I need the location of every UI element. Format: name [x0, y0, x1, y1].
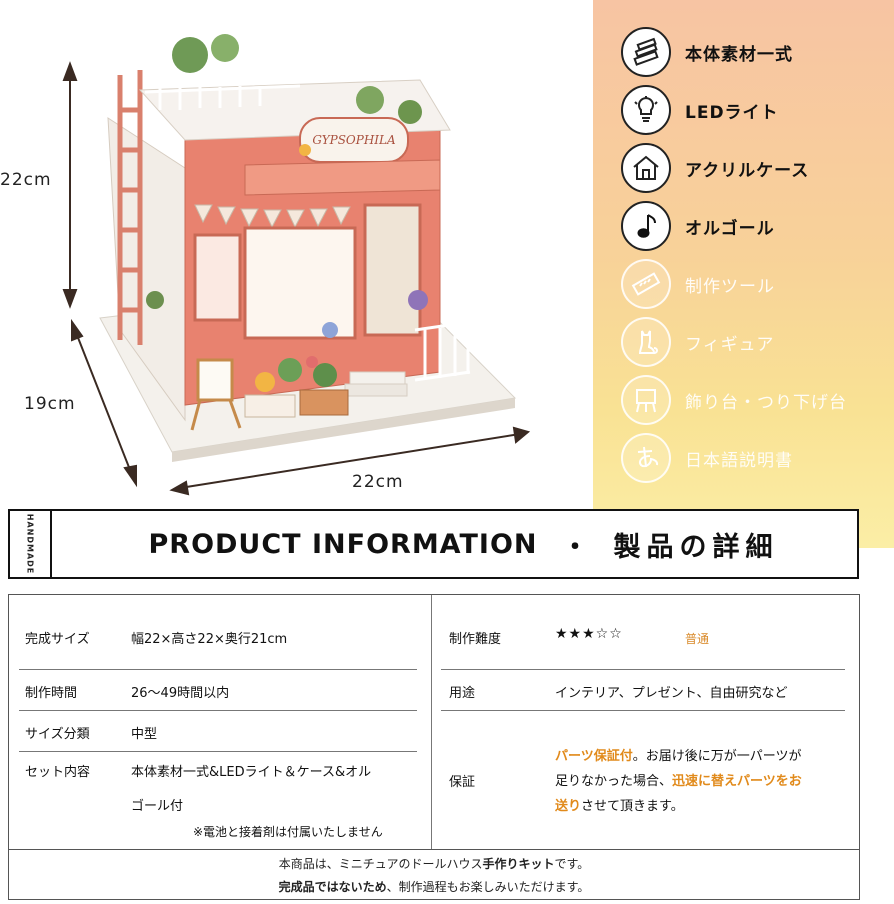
feature-acrylic-case: アクリルケース — [621, 140, 891, 196]
guarantee-text: させて頂きます。 — [581, 799, 684, 814]
bunting — [194, 204, 351, 229]
feature-materials: 本体素材一式 — [621, 24, 891, 80]
house-case-icon — [621, 143, 671, 193]
difficulty-level: 普通 — [685, 632, 710, 646]
brand-label: HANDMADE — [25, 513, 35, 575]
depth-dimension-label: 19cm — [24, 394, 76, 414]
row-divider — [441, 710, 845, 711]
feature-label: フィギュア — [685, 334, 775, 355]
row-divider — [441, 669, 845, 670]
dimension-arrows — [62, 61, 531, 496]
easel — [190, 358, 242, 431]
roof-railing — [144, 84, 301, 110]
feature-label: アクリルケース — [685, 160, 810, 181]
spec-key-usage: 用途 — [449, 686, 476, 701]
feature-japanese-manual: 日本語説明書 — [621, 430, 891, 486]
footer-highlight: 手作りキット — [482, 857, 555, 871]
included-items-panel: 本体素材一式 LEDライト アクリルケース オルゴール 制作ツール フィギュア — [593, 0, 894, 548]
product-spec-table: 完成サイズ 幅22×高さ22×奥行21cm 制作時間 26〜49時間以内 サイズ… — [8, 594, 860, 900]
footer-highlight: 完成品ではないため — [278, 880, 387, 894]
spec-value-build-time: 26〜49時間以内 — [131, 686, 230, 701]
guarantee-line-2: 足りなかった場合、迅速に替えパーツをお — [555, 770, 802, 789]
brand-strip: HANDMADE — [10, 511, 52, 577]
footer-divider — [9, 849, 859, 850]
light-bulb-icon — [621, 85, 671, 135]
shop-window — [243, 226, 357, 340]
spec-value-set-contents: 本体素材一式&LEDライト＆ケース&オル — [131, 765, 372, 780]
music-note-icon — [621, 201, 671, 251]
awning — [244, 159, 441, 196]
feature-label: 日本語説明書 — [685, 450, 793, 471]
wooden-crate — [299, 389, 349, 416]
footer-text: です。 — [554, 857, 590, 871]
ruler-icon — [621, 259, 671, 309]
side-wall — [107, 117, 186, 422]
feature-label: LEDライト — [685, 102, 779, 123]
feature-led-light: LEDライト — [621, 82, 891, 138]
row-divider — [19, 669, 417, 670]
cat-figure-icon — [621, 317, 671, 367]
product-info-header: HANDMADE PRODUCT INFORMATION ・ 製品の詳細 — [8, 509, 859, 579]
column-divider — [431, 595, 432, 849]
feature-tools: 制作ツール — [621, 256, 891, 312]
guarantee-highlight: 迅速に替えパーツをお — [672, 774, 802, 789]
feature-label: 制作ツール — [685, 276, 775, 297]
left-trellis — [117, 70, 143, 345]
footer-line-1: 本商品は、ミニチュアのドールハウス手作りキットです。 — [9, 855, 859, 872]
base-platform-edge — [172, 398, 515, 462]
spec-key-set-contents: セット内容 — [25, 765, 91, 780]
spec-value-usage: インテリア、プレゼント、自由研究など — [555, 686, 788, 701]
feature-display-stand: 飾り台・つり下げ台 — [621, 372, 891, 428]
title-japanese: 製品の詳細 — [613, 531, 779, 563]
open-door — [363, 203, 422, 337]
spec-key-size-class: サイズ分類 — [25, 727, 90, 742]
feature-label: 本体素材一式 — [685, 44, 793, 65]
feature-label: オルゴール — [685, 218, 775, 239]
planter-box — [244, 394, 296, 418]
height-dimension-label: 22cm — [0, 170, 52, 190]
guarantee-line-3: 送りさせて頂きます。 — [555, 795, 684, 814]
product-illustration: GYPSOPHILA — [0, 0, 590, 500]
display-stand-icon — [621, 375, 671, 425]
spec-note-batteries: ※電池と接着剤は付属いたしません — [193, 825, 383, 839]
spec-key-finished-size: 完成サイズ — [25, 632, 90, 647]
guarantee-line-1: パーツ保証付。お届け後に万が一パーツが — [555, 745, 802, 764]
porch-railing — [414, 320, 471, 382]
footer-text: 、制作過程もお楽しみいただけます。 — [386, 880, 590, 894]
footer-line-2: 完成品ではないため、制作過程もお楽しみいただけます。 — [9, 878, 859, 895]
materials-icon — [621, 27, 671, 77]
title-english: PRODUCT INFORMATION — [148, 528, 538, 560]
difficulty-stars: ★★★☆☆ — [555, 626, 623, 642]
guarantee-text: 足りなかった場合、 — [555, 774, 673, 789]
front-step — [349, 371, 406, 385]
spec-value-set-contents-cont: ゴール付 — [131, 799, 184, 814]
page-title: PRODUCT INFORMATION ・ 製品の詳細 — [70, 511, 857, 577]
footer-text: 本商品は、ミニチュアのドールハウス — [278, 857, 483, 871]
row-divider — [19, 710, 417, 711]
row-divider — [19, 751, 417, 752]
spec-key-difficulty: 制作難度 — [449, 632, 502, 647]
plants — [146, 34, 428, 392]
spec-value-finished-size: 幅22×高さ22×奥行21cm — [131, 632, 288, 647]
guarantee-text: 。お届け後に万が一パーツが — [632, 749, 802, 764]
title-separator: ・ — [561, 531, 590, 563]
feature-label: 飾り台・つり下げ台 — [685, 392, 847, 413]
guarantee-highlight: パーツ保証付 — [555, 749, 633, 764]
front-step-lower — [344, 383, 408, 397]
guarantee-highlight: 送り — [555, 799, 582, 814]
spec-value-size-class: 中型 — [131, 727, 158, 742]
shop-sign-text: GYPSOPHILA — [312, 133, 396, 147]
spec-key-guarantee: 保証 — [449, 775, 476, 790]
spec-key-build-time: 制作時間 — [25, 686, 78, 701]
dollhouse-image: GYPSOPHILA — [62, 34, 531, 496]
feature-music-box: オルゴール — [621, 198, 891, 254]
window-left — [193, 233, 242, 322]
width-dimension-label: 22cm — [352, 472, 404, 492]
feature-figure: フィギュア — [621, 314, 891, 370]
japanese-manual-icon — [621, 433, 671, 483]
